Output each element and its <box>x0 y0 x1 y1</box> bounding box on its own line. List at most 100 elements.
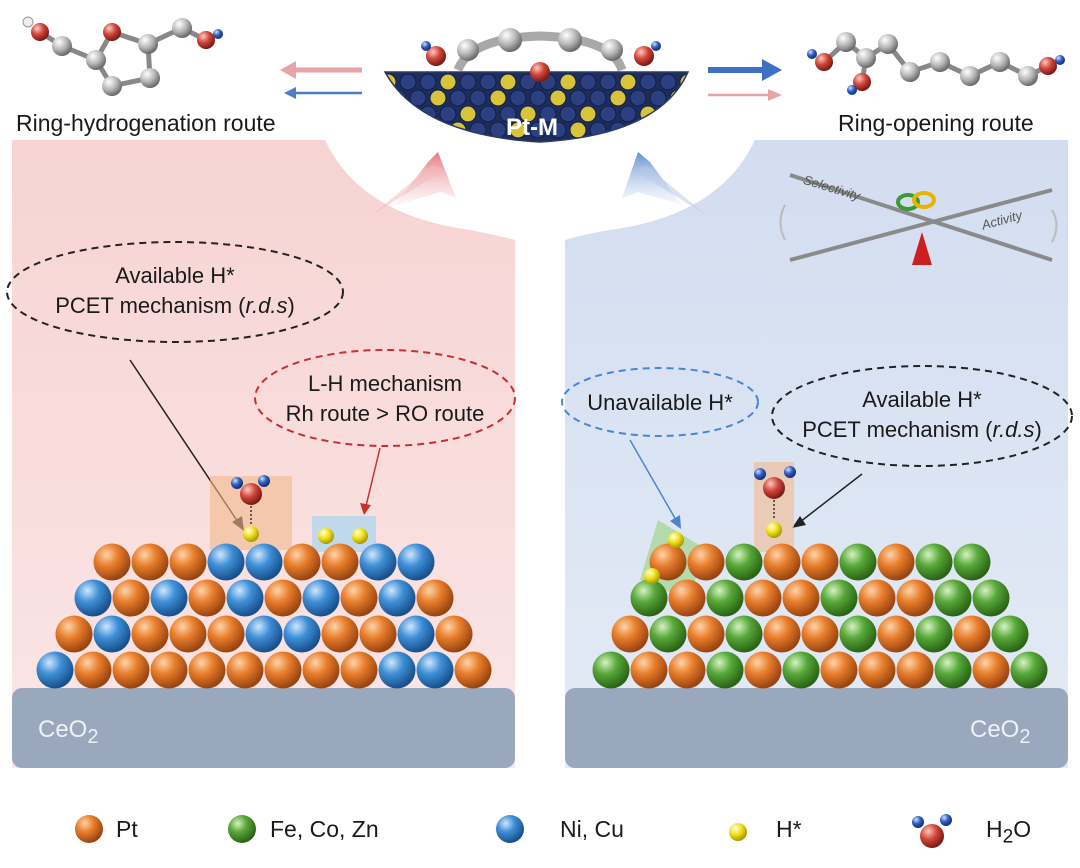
surface-atom <box>679 105 688 123</box>
bubble-lh-mechanism <box>254 349 516 447</box>
left-bubble2-line1: L-H mechanism <box>307 371 463 396</box>
arrow-to-ring-hydrogenation <box>280 61 362 99</box>
legend-pt-atom <box>75 815 103 843</box>
atom <box>150 651 188 689</box>
atom <box>131 543 169 581</box>
atom <box>820 579 858 617</box>
atom <box>687 543 725 581</box>
atom <box>896 579 934 617</box>
surface-atom <box>439 73 457 91</box>
left-bubble1-line1: Available H* <box>115 263 235 288</box>
surface-atom <box>385 105 397 123</box>
surface-atom <box>629 121 647 139</box>
atom <box>744 651 782 689</box>
atom <box>378 579 416 617</box>
surface-atom <box>609 89 627 107</box>
atom <box>283 615 321 653</box>
legend-pt-label: Pt <box>116 816 138 842</box>
surface-atom <box>549 89 567 107</box>
ceo2-support-right <box>565 688 1068 768</box>
surface-atom <box>669 89 687 107</box>
adsorbed-molecule-on-ptm <box>421 28 661 82</box>
atom <box>782 651 820 689</box>
surface-atom <box>479 105 497 123</box>
right-bubble2-line2: PCET mechanism (r.d.s) <box>802 417 1042 442</box>
atom <box>858 579 896 617</box>
atom <box>858 651 896 689</box>
atom <box>93 615 131 653</box>
surface-atom <box>489 121 507 139</box>
atom <box>915 543 953 581</box>
atom <box>454 651 492 689</box>
surface-atom <box>409 121 427 139</box>
atom <box>321 543 359 581</box>
atom <box>877 615 915 653</box>
atom <box>915 615 953 653</box>
atom <box>207 615 245 653</box>
atom <box>245 543 283 581</box>
surface-atom <box>569 89 587 107</box>
linear-diol-molecule <box>807 32 1065 95</box>
bubble-available-h-right <box>771 365 1073 467</box>
surface-atom <box>399 73 417 91</box>
atom <box>226 579 264 617</box>
arrow-to-ring-opening <box>708 59 782 101</box>
surface-atom <box>459 105 477 123</box>
atom <box>668 579 706 617</box>
atom <box>188 579 226 617</box>
atom <box>169 543 207 581</box>
atom <box>302 651 340 689</box>
right-water-adsorbate <box>754 466 796 538</box>
legend-fe-co-zn-atom <box>228 815 256 843</box>
selectivity-activity-balance <box>779 173 1058 265</box>
atom <box>725 615 763 653</box>
surface-atom <box>499 73 517 91</box>
surface-atom <box>619 73 637 91</box>
atom <box>36 651 74 689</box>
surface-atom <box>509 89 527 107</box>
atom <box>112 651 150 689</box>
surface-atom <box>599 105 617 123</box>
ceo2-support-left <box>12 688 515 768</box>
surface-atom <box>599 73 617 91</box>
atom <box>744 579 782 617</box>
surface-atom <box>649 89 667 107</box>
atom <box>359 543 397 581</box>
atom <box>649 615 687 653</box>
atom <box>74 579 112 617</box>
atom <box>630 579 668 617</box>
surface-atom <box>639 105 657 123</box>
atom <box>416 579 454 617</box>
surface-atom <box>469 121 487 139</box>
surface-atom <box>429 121 447 139</box>
atom <box>934 579 972 617</box>
atom <box>763 543 801 581</box>
atom <box>188 651 226 689</box>
surface-atom <box>449 89 467 107</box>
furan-diol-molecule <box>22 16 223 96</box>
atom <box>321 615 359 653</box>
atom <box>896 651 934 689</box>
atom <box>763 615 801 653</box>
atom <box>150 579 188 617</box>
atom <box>264 651 302 689</box>
surface-atom <box>589 89 607 107</box>
left-h-adsorbates <box>318 528 368 544</box>
surface-atom <box>419 73 437 91</box>
legend-water-molecule <box>912 814 952 848</box>
surface-atom <box>509 121 527 139</box>
right-bubble2-line1: Available H* <box>862 387 982 412</box>
atom <box>340 579 378 617</box>
atom <box>820 651 858 689</box>
atom <box>991 615 1029 653</box>
atom <box>397 543 435 581</box>
atom <box>706 651 744 689</box>
surface-atom <box>439 105 457 123</box>
atom <box>226 651 264 689</box>
atom <box>55 615 93 653</box>
left-bubble2-line2: Rh route > RO route <box>285 401 485 426</box>
atom <box>283 543 321 581</box>
legend-ni-cu-label: Ni, Cu <box>560 816 624 842</box>
